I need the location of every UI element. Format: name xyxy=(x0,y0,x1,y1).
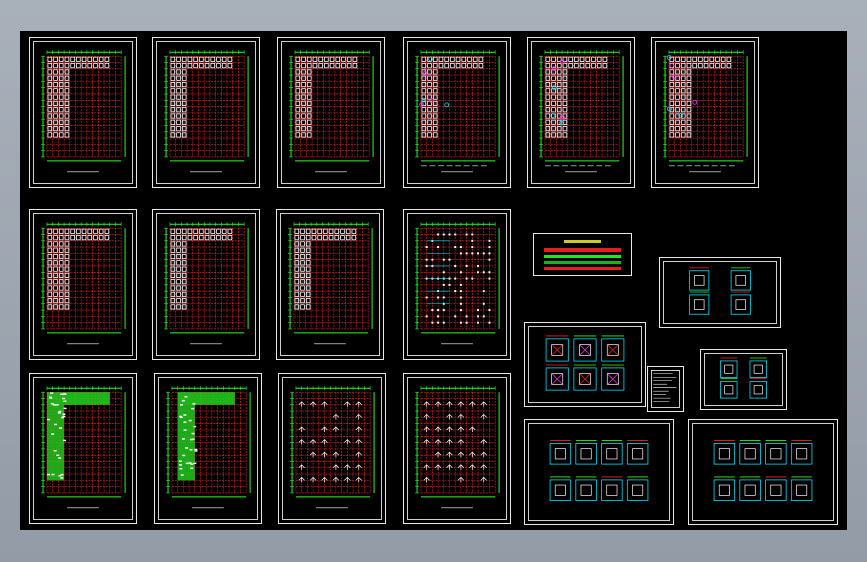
plan-drawing xyxy=(290,386,375,509)
plan-drawing xyxy=(289,50,374,173)
sheet-notes-1[interactable] xyxy=(647,366,684,412)
plan-drawing xyxy=(41,222,126,345)
legend-red-band xyxy=(544,267,621,270)
sheet-plan-13[interactable] xyxy=(278,373,386,524)
legend-green-band xyxy=(544,261,621,264)
legend-green-band xyxy=(544,255,621,258)
sheet-plan-14[interactable] xyxy=(403,373,511,524)
legend-yellow-band xyxy=(564,240,601,243)
sheet-plan-3[interactable] xyxy=(277,37,385,188)
drawing-canvas[interactable] xyxy=(20,31,847,530)
sheet-plan-2[interactable] xyxy=(152,37,260,188)
sheet-plan-11[interactable] xyxy=(29,373,137,524)
sheet-plan-1[interactable] xyxy=(29,37,137,188)
plan-drawing xyxy=(539,50,624,173)
legend-red-band xyxy=(544,248,621,252)
plan-drawing xyxy=(288,222,373,345)
plan-drawing xyxy=(41,50,126,173)
sheet-plan-6[interactable] xyxy=(651,37,759,188)
plan-drawing xyxy=(415,50,500,173)
sheet-plan-4[interactable] xyxy=(403,37,511,188)
sheet-plan-7[interactable] xyxy=(29,209,137,360)
plan-drawing xyxy=(663,50,748,173)
plan-drawing xyxy=(166,386,251,509)
sheet-plan-10[interactable] xyxy=(403,209,511,360)
sheet-detail-5[interactable] xyxy=(688,419,838,525)
plan-drawing xyxy=(164,50,249,173)
notes-drawing xyxy=(653,373,677,402)
plan-drawing xyxy=(415,386,500,509)
detail-drawing xyxy=(689,267,751,315)
sheet-plan-8[interactable] xyxy=(152,209,260,360)
sheet-detail-1[interactable] xyxy=(659,257,781,328)
detail-drawing xyxy=(720,357,767,399)
legend-box[interactable] xyxy=(533,233,632,276)
sheet-plan-9[interactable] xyxy=(276,209,384,360)
sheet-plan-5[interactable] xyxy=(527,37,635,188)
plan-drawing xyxy=(41,386,126,509)
plan-drawing xyxy=(415,222,500,345)
detail-drawing xyxy=(549,440,649,501)
sheet-plan-12[interactable] xyxy=(154,373,262,524)
sheet-detail-2[interactable] xyxy=(524,322,646,407)
detail-drawing xyxy=(545,335,625,391)
plan-drawing xyxy=(164,222,249,345)
sheet-detail-3[interactable] xyxy=(700,349,787,410)
sheet-detail-4[interactable] xyxy=(524,419,674,525)
detail-drawing xyxy=(713,440,813,501)
